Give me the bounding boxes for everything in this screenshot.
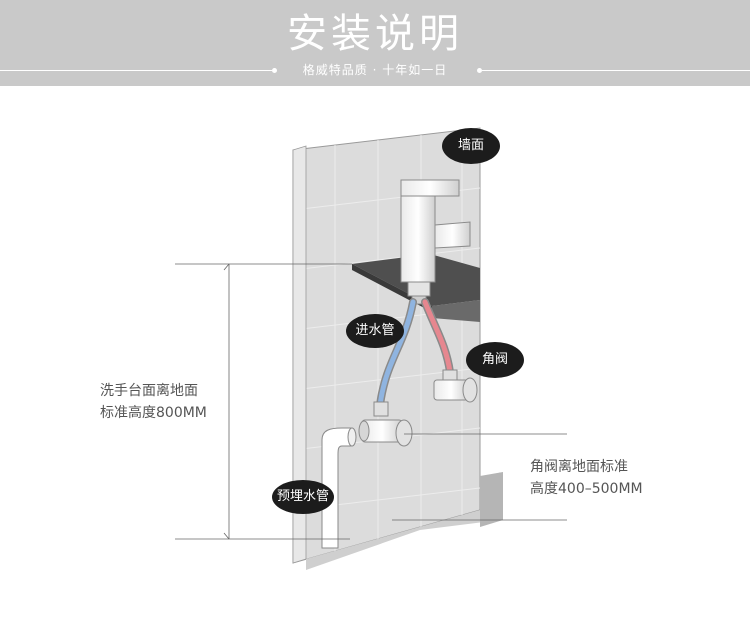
header-banner: 安装说明 格威特品质 · 十年如一日 — [0, 0, 750, 86]
basin-height-label-line2: 标准高度800MM — [100, 405, 207, 421]
embedded-pipe — [321, 427, 357, 549]
cold-valve-handle — [395, 419, 413, 447]
faucet-body — [400, 185, 436, 283]
hot-angle-valve — [433, 369, 478, 403]
floor-shadow — [306, 472, 500, 570]
callout-wall: 墙面 — [442, 128, 500, 164]
header-dot-left — [272, 68, 277, 73]
countertop-side — [432, 300, 480, 322]
header-dot-right — [477, 68, 482, 73]
cold-water-hose — [377, 299, 416, 408]
faucet-spout — [434, 221, 471, 249]
cold-valve-nut — [373, 401, 389, 417]
hot-valve-handle — [462, 377, 478, 403]
dimension-lines — [175, 263, 567, 540]
valve-height-label: 角阀离地面标准 高度400–500MM — [530, 456, 643, 500]
cold-angle-valve — [358, 401, 413, 447]
embedded-pipe-opening — [347, 427, 357, 447]
callout-inlet-pipe: 进水管 — [346, 314, 404, 348]
header-divider-right — [482, 70, 750, 71]
counter-dimension-arrow-top — [223, 263, 230, 271]
faucet-lever — [400, 179, 460, 197]
page-title: 安装说明 — [287, 11, 463, 57]
hot-water-hose — [422, 299, 453, 375]
callout-angle-valve: 角阀 — [466, 342, 524, 378]
basin-height-label-line1: 洗手台面离地面 — [100, 383, 198, 399]
faucet-base-nut — [407, 281, 431, 297]
floor-step — [480, 472, 503, 527]
valve-height-label-line2: 高度400–500MM — [530, 481, 643, 497]
installation-diagram: 墙面 进水管 角阀 预埋水管 洗手台面离地面 标准高度800MM 角阀离地面标准… — [0, 86, 750, 620]
header-divider-left — [0, 70, 272, 71]
basin-height-label: 洗手台面离地面 标准高度800MM — [100, 380, 207, 424]
installation-illustration — [175, 127, 567, 570]
cold-valve-inlet — [358, 420, 370, 442]
callout-embedded-pipe: 预埋水管 — [272, 480, 334, 514]
page-subtitle: 格威特品质 · 十年如一日 — [302, 63, 448, 77]
counter-dimension-arrow-bottom — [223, 532, 230, 540]
faucet — [400, 179, 471, 305]
valve-height-label-line1: 角阀离地面标准 — [530, 459, 628, 475]
